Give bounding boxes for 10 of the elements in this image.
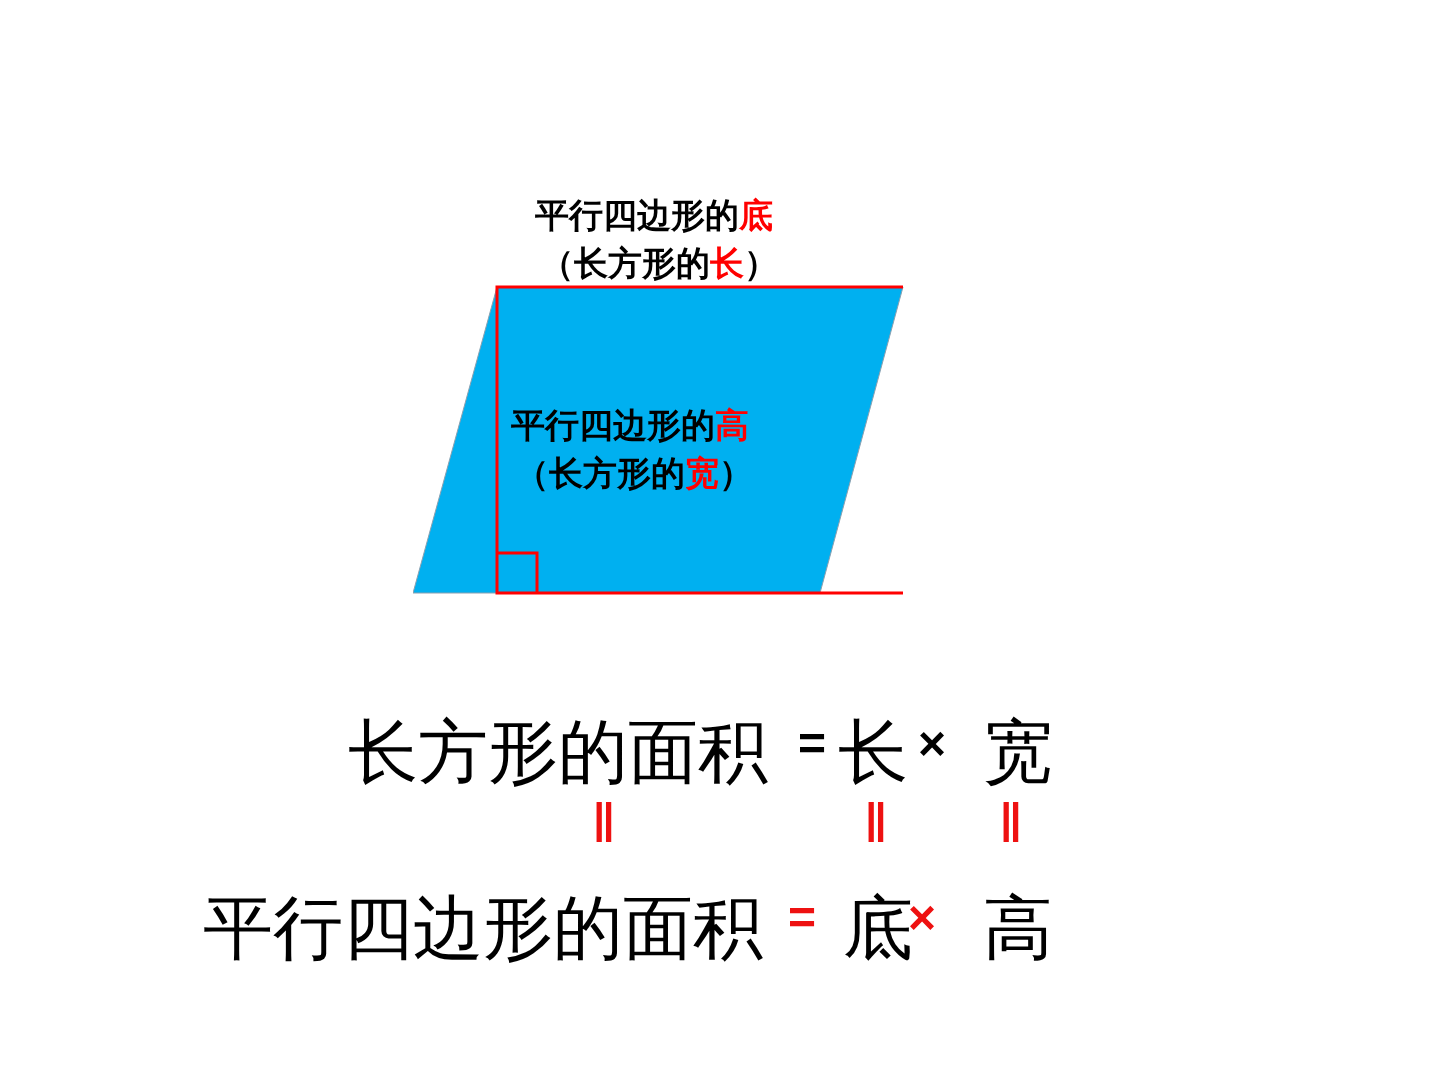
formula-term: 平行四边形的面积 [203,886,763,971]
formula-term: 高 [983,886,1053,971]
length-label: （长方形的长） [540,242,778,285]
equals-sign: = [788,890,817,945]
height-label: 平行四边形的高 [511,404,749,447]
times-sign: × [918,716,947,771]
width-label: （长方形的宽） [515,452,753,495]
base-label: 平行四边形的底 [535,194,773,237]
equals-sign: = [798,716,827,771]
parallelogram-drawing [413,285,905,597]
